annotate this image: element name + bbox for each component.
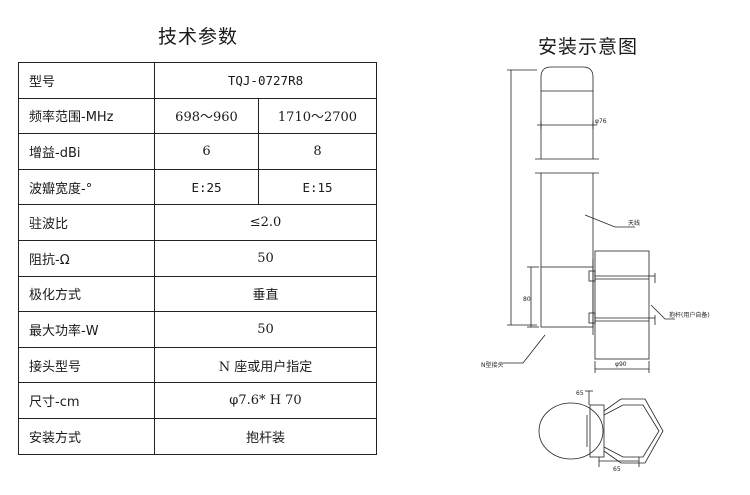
overall-height-dimension (507, 69, 537, 326)
row-value-high-band: E:15 (258, 168, 377, 206)
row-label: 型号 (18, 62, 155, 99)
spec-table: 型号 TQJ-0727R8 频率范围-MHz 698～960 1710～2700… (18, 62, 377, 455)
table-row: 阻抗-Ω 50 (18, 239, 377, 277)
table-row: 驻波比 ≤2.0 (18, 204, 377, 241)
row-value: 50 (154, 311, 377, 348)
diagram-title: 安装示意图 (538, 36, 639, 58)
row-value: 抱杆装 (154, 417, 377, 455)
table-row: 安装方式 抱杆装 (18, 417, 377, 455)
radome-label: 天线 (628, 219, 640, 227)
pole-diameter-dimension (594, 361, 650, 373)
diameter-dimension (537, 121, 597, 129)
spec-table-title: 技术参数 (158, 26, 239, 48)
table-row: 最大功率-W 50 (18, 311, 377, 348)
side-dimension-label: 65 (576, 390, 584, 397)
row-label: 接头型号 (18, 346, 155, 384)
row-value: 垂直 (154, 275, 377, 313)
row-label: 尺寸-cm (18, 382, 155, 419)
row-value-high-band: 1710～2700 (258, 97, 377, 135)
row-label: 极化方式 (18, 275, 155, 313)
pole-diameter-label: φ90 (615, 361, 627, 368)
row-label: 驻波比 (18, 204, 155, 241)
row-label: 增益-dBi (18, 133, 155, 170)
antenna-tube (535, 91, 599, 267)
mounting-pole (594, 250, 656, 360)
radome-cap (540, 66, 594, 92)
row-value: N 座或用户指定 (154, 346, 377, 384)
installation-diagram: φ76 天线 80 抱杆(用户自备) φ90 N型接头 65 65 (481, 66, 710, 473)
table-row: 接头型号 N 座或用户指定 (18, 346, 377, 384)
clamp-height-label: 80 (523, 296, 531, 303)
table-row: 型号 TQJ-0727R8 (18, 62, 377, 99)
table-row: 尺寸-cm φ7.6* H 70 (18, 382, 377, 419)
row-label: 波瓣宽度-° (18, 168, 155, 206)
row-value-high-band: 8 (258, 133, 377, 170)
table-row: 波瓣宽度-° E:25 E:15 (18, 168, 377, 206)
row-label: 最大功率-W (18, 311, 155, 348)
pole-label: 抱杆(用户自备) (669, 311, 710, 319)
table-row: 极化方式 垂直 (18, 275, 377, 313)
clamp-top-view (538, 390, 664, 467)
clamp-height-dimension (527, 266, 539, 328)
row-value: 50 (154, 239, 377, 277)
diameter-label: φ76 (595, 118, 607, 125)
row-label: 阻抗-Ω (18, 239, 155, 277)
connector-leader (501, 334, 546, 364)
row-value-low-band: 698～960 (154, 97, 259, 135)
row-label: 安装方式 (18, 417, 155, 455)
row-value: TQJ-0727R8 (154, 62, 377, 99)
table-row: 频率范围-MHz 698～960 1710～2700 (18, 97, 377, 135)
pole-leader (650, 304, 675, 320)
row-value: φ7.6* H 70 (154, 382, 377, 419)
table-row: 增益-dBi 6 8 (18, 133, 377, 170)
bottom-width-label: 65 (613, 466, 621, 473)
row-value-low-band: 6 (154, 133, 259, 170)
radome-leader (584, 214, 635, 228)
row-label: 频率范围-MHz (18, 97, 155, 135)
connector-label: N型接头 (481, 361, 504, 369)
row-value-low-band: E:25 (154, 168, 259, 206)
row-value: ≤2.0 (154, 204, 377, 241)
